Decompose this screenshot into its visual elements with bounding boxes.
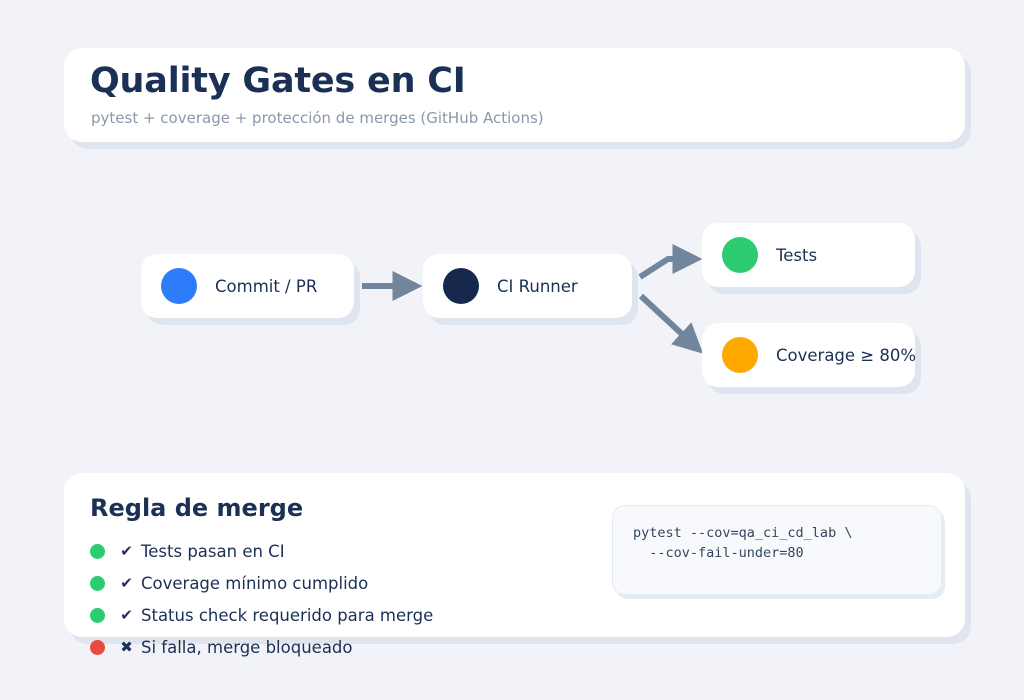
header-card: Quality Gates en CI pytest + coverage + … — [64, 48, 965, 142]
rule-text: Coverage mínimo cumplido — [141, 573, 369, 593]
rules-list: ✔ Tests pasan en CI ✔ Coverage mínimo cu… — [90, 535, 433, 663]
rules-panel: Regla de merge ✔ Tests pasan en CI ✔ Cov… — [64, 473, 965, 657]
edge-runner-to-coverage — [638, 293, 704, 354]
page-subtitle: pytest + coverage + protección de merges… — [91, 109, 544, 127]
flow-node-runner[interactable]: CI Runner — [423, 254, 632, 318]
edge-runner-to-tests — [638, 244, 703, 280]
check-icon: ✔ — [120, 606, 133, 624]
page-title: Quality Gates en CI — [90, 61, 466, 101]
code-command: pytest --cov=qa_ci_cd_lab \ --cov-fail-u… — [633, 525, 853, 561]
list-item: ✔ Status check requerido para merge — [90, 599, 433, 631]
list-item: ✖ Si falla, merge bloqueado — [90, 631, 433, 663]
status-dot-icon — [90, 543, 105, 559]
navy-circle-icon — [443, 268, 479, 304]
status-dot-icon — [90, 639, 105, 655]
cross-icon: ✖ — [120, 638, 133, 656]
flow-node-label: Commit / PR — [215, 276, 318, 296]
orange-circle-icon — [722, 337, 758, 373]
list-item: ✔ Tests pasan en CI — [90, 535, 433, 567]
list-item: ✔ Coverage mínimo cumplido — [90, 567, 433, 599]
rules-heading: Regla de merge — [90, 494, 304, 522]
code-block: pytest --cov=qa_ci_cd_lab \ --cov-fail-u… — [612, 505, 942, 595]
check-icon: ✔ — [120, 574, 133, 592]
flow-node-commit[interactable]: Commit / PR — [141, 254, 354, 318]
check-icon: ✔ — [120, 542, 133, 560]
flow-node-coverage[interactable]: Coverage ≥ 80% — [702, 323, 917, 387]
flow-node-label: CI Runner — [497, 276, 578, 296]
status-dot-icon — [90, 575, 105, 591]
flow-node-tests[interactable]: Tests — [702, 223, 915, 287]
rule-text: Status check requerido para merge — [141, 605, 434, 625]
green-circle-icon — [722, 237, 758, 273]
flow-node-label: Tests — [776, 245, 818, 265]
status-dot-icon — [90, 607, 105, 623]
rule-text: Tests pasan en CI — [141, 541, 285, 561]
rule-text: Si falla, merge bloqueado — [141, 637, 353, 657]
blue-circle-icon — [161, 268, 197, 304]
flow-node-label: Coverage ≥ 80% — [776, 345, 917, 365]
